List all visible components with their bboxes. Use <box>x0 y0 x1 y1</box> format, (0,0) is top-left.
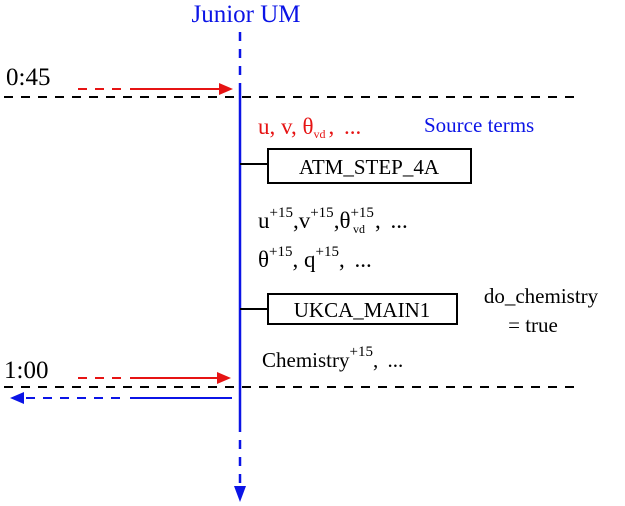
updated-v: v <box>299 208 311 233</box>
input-comma-3: , <box>329 114 335 139</box>
updated-theta-sub: vd <box>353 222 365 236</box>
updated-theta: θ <box>339 208 350 233</box>
chemistry-flag-line1: do_chemistry <box>484 284 599 308</box>
input-ellipsis: ... <box>344 114 361 139</box>
timestep-start-label: 0:45 <box>6 64 50 91</box>
updated-theta-sup: +15 <box>350 205 373 221</box>
title: Junior UM <box>191 1 300 28</box>
chemistry-label: Chemistry <box>262 348 350 372</box>
atm-step-label: ATM_STEP_4A <box>299 155 440 179</box>
updated-comma-3: , <box>375 208 381 233</box>
input-u: u <box>258 114 270 139</box>
ukca-main-box <box>267 293 458 325</box>
input-v: v <box>281 114 293 139</box>
updated-comma-2: , <box>334 208 340 233</box>
updated-theta-2: θ <box>258 247 269 272</box>
timestep-end-label: 1:00 <box>4 357 48 384</box>
updated-q-sup: +15 <box>316 244 339 260</box>
chemistry-comma: , <box>373 348 378 372</box>
chemistry-ellipsis: ... <box>387 348 403 372</box>
return-arrowhead <box>10 392 24 404</box>
input-comma-2: , <box>291 114 297 139</box>
updated-variables-line2: θ+15, q+15, ... <box>258 244 372 272</box>
ukca-main-label: UKCA_MAIN1 <box>294 298 431 322</box>
input-theta: θ <box>303 114 314 139</box>
updated-v-sup: +15 <box>310 205 333 221</box>
atm-step-box <box>267 148 472 184</box>
timeline-arrowhead <box>234 486 246 502</box>
updated-comma-1: , <box>293 208 299 233</box>
updated-comma-4: , <box>293 247 299 272</box>
updated-u: u <box>258 208 270 233</box>
updated-u-sup: +15 <box>270 205 293 221</box>
source-terms-label: Source terms <box>424 113 534 137</box>
updated-comma-5: , <box>339 247 345 272</box>
input-theta-sub: vd <box>314 127 326 141</box>
updated-ellipsis-1: ... <box>390 208 407 233</box>
updated-theta-2-sup: +15 <box>269 244 292 260</box>
input-comma-1: , <box>270 114 276 139</box>
forward-arrowhead <box>217 372 231 384</box>
updated-ellipsis-2: ... <box>354 247 371 272</box>
input-variables: u, v, θvd, ... <box>258 114 361 141</box>
chemistry-output: Chemistry+15, ... <box>262 344 403 372</box>
input-arrowhead <box>219 83 233 95</box>
chemistry-sup: +15 <box>350 344 373 360</box>
chemistry-flag-line2: = true <box>508 313 558 337</box>
updated-q: q <box>304 247 316 272</box>
